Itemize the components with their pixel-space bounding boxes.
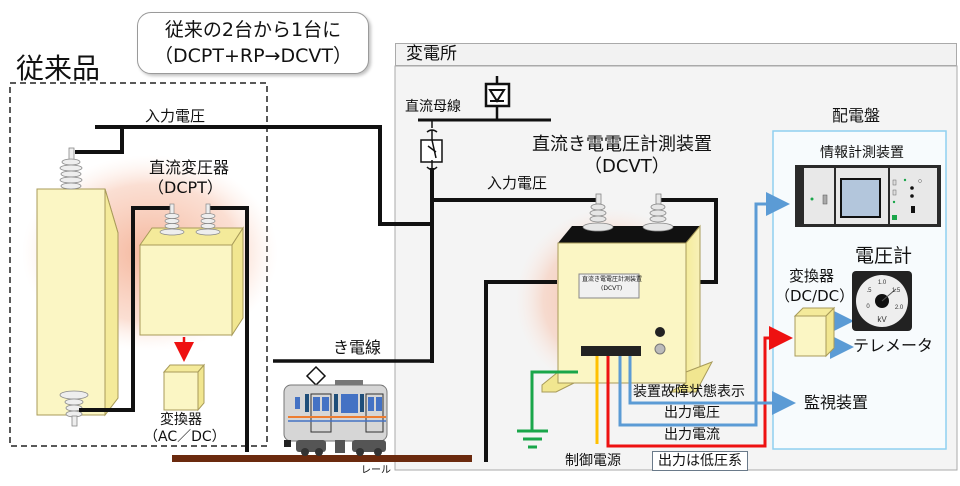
control-power-label: 制御電源 xyxy=(565,453,621,469)
circuit-breaker-symbol xyxy=(420,120,443,171)
telemeter-label: テレメータ xyxy=(853,336,934,355)
gauge-tick-4: 2.0 xyxy=(895,305,904,311)
dcvt-nameplate-line1: 直流き電電圧計測装置 xyxy=(582,276,643,283)
gauge-tick-labels: 0 .5 1.0 1.5 2.0 kV xyxy=(866,280,904,324)
dcvt-nameplate-line2: (DCVT) xyxy=(601,285,623,292)
output-voltage-label: 出力電圧 xyxy=(664,405,720,421)
gauge-tick-3: 1.5 xyxy=(892,288,901,294)
substation-header: 変電所 xyxy=(395,43,957,66)
callout-box: 従来の2台から1台に （DCPT+RP→DCVT） xyxy=(137,12,369,74)
rail xyxy=(172,455,472,462)
dcpt-abbr-label: （DCPT） xyxy=(148,178,223,197)
voltmeter-gauge xyxy=(852,271,912,331)
rectifier-symbol xyxy=(484,76,511,120)
acdc-converter-type: （AC／DC） xyxy=(144,429,226,445)
dcpt-loop-right xyxy=(208,206,249,452)
acdc-converter xyxy=(162,363,206,412)
gauge-tick-1: .5 xyxy=(866,288,872,294)
callout-line1: 従来の2台から1台に xyxy=(164,19,342,41)
signal-wires xyxy=(530,192,854,448)
dcpt-device xyxy=(139,203,244,337)
low-voltage-note: 出力は低圧系 xyxy=(652,451,748,471)
ground-symbol xyxy=(517,429,548,449)
gauge-unit: kV xyxy=(877,315,887,324)
substation-wiring xyxy=(430,168,718,462)
voltmeter-label: 電圧計 xyxy=(855,245,913,267)
legacy-input-voltage-label: 入力電圧 xyxy=(145,107,206,125)
dcpt-loop xyxy=(79,206,172,412)
output-current-label: 出力電流 xyxy=(664,427,720,443)
info-device-label: 情報計測装置 xyxy=(820,145,904,161)
dcdc-converter xyxy=(793,306,836,358)
dcvt-input-voltage-label: 入力電圧 xyxy=(487,174,548,192)
dcdc-converter-label: 変換器 xyxy=(789,267,835,285)
dcdc-converter-type: （DC/DC） xyxy=(775,287,855,305)
train xyxy=(283,365,388,456)
feeder-label: き電線 xyxy=(333,338,382,357)
gauge-tick-0: 0 xyxy=(866,304,870,310)
legacy-title: 従来品 xyxy=(16,52,101,85)
legacy-tall-device xyxy=(36,147,119,427)
gauge-tick-2: 1.0 xyxy=(878,280,887,286)
switchboard-title: 配電盤 xyxy=(832,106,881,125)
dcvt-name-label: 直流き電電圧計測装置 xyxy=(532,134,712,155)
dcpt-name-label: 直流変圧器 xyxy=(149,158,230,177)
info-measurement-device xyxy=(795,165,941,227)
rail-label: レール xyxy=(361,465,391,476)
callout-line2: （DCPT+RP→DCVT） xyxy=(154,45,352,67)
fault-status-label: 装置故障状態表示 xyxy=(633,384,745,400)
acdc-converter-label: 変換器 xyxy=(160,412,202,428)
dc-bus-label: 直流母線 xyxy=(405,99,461,115)
monitoring-device-label: 監視装置 xyxy=(804,393,869,412)
legacy-input-line xyxy=(75,125,432,226)
dcvt-abbr-label: （DCVT） xyxy=(584,156,670,177)
dcvt-device xyxy=(541,193,714,393)
